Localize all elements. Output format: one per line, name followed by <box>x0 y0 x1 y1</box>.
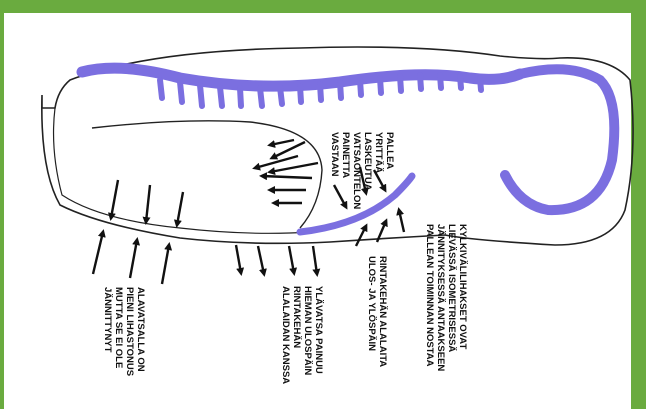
label-lower-belly: ALAVATSALLA ON PIENI LIHASTONUS MUTTA SE… <box>102 287 146 376</box>
label-line: VATSAONTELON <box>351 132 362 209</box>
label-line: YRITTÄÄ <box>373 132 384 209</box>
label-line: PALLEAN TOIMINNAN NOSTAA <box>424 224 435 371</box>
label-line: PALLEA <box>384 132 395 209</box>
label-upper-belly: YLÄVATSA PAINUU HIEMAN ULOSPÄIN RINTAKEH… <box>280 286 324 384</box>
label-line: RINTAKEHÄN ALALAITA <box>377 256 388 367</box>
label-line: ULOS- JA YLÖSPÄIN <box>366 256 377 367</box>
label-line: YLÄVATSA PAINUU <box>313 286 324 384</box>
label-line: RINTAKEHÄN <box>291 286 302 384</box>
label-line: LIEVÄSSÄ ISOMETRISESSÄ <box>446 224 457 371</box>
label-line: VASTAAN <box>329 132 340 209</box>
label-line: HIEMAN ULOSPÄIN <box>302 286 313 384</box>
label-line: KYLKIVÄLILIHAKSET OVAT <box>457 224 468 371</box>
diaphragm-outline <box>92 121 322 228</box>
label-ribcage: RINTAKEHÄN ALALAITA ULOS- JA YLÖSPÄIN <box>366 256 388 367</box>
label-line: JÄNNITTYNYT <box>102 287 113 376</box>
label-line: JÄNNITYKSESSÄ ANTAAKSEEN <box>435 224 446 371</box>
label-line: LASKEUTUA <box>362 132 373 209</box>
label-back-muscles: KYLKIVÄLILIHAKSET OVAT LIEVÄSSÄ ISOMETRI… <box>424 224 468 371</box>
label-diaphragm: PALLEA YRITTÄÄ LASKEUTUA VATSAONTELON PA… <box>329 132 395 209</box>
label-line: PIENI LIHASTONUS <box>124 287 135 376</box>
label-line: ALALAIDAN KANSSA <box>280 286 291 384</box>
neck-loop <box>505 69 614 210</box>
label-line: MUTTA SE EI OLE <box>113 287 124 376</box>
label-line: PAINETTA <box>340 132 351 209</box>
label-line: ALAVATSALLA ON <box>135 287 146 376</box>
